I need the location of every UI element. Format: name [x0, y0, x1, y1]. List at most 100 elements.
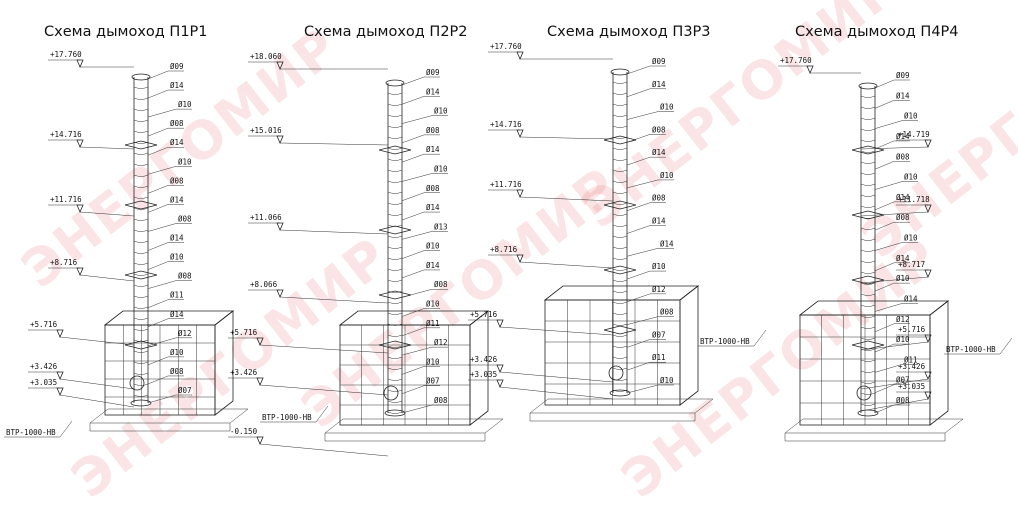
- elevation-mark: +11.716: [490, 180, 522, 189]
- component-label: Ø14: [426, 203, 440, 212]
- elevation-mark: +5.716: [470, 310, 498, 319]
- pipe-segment: [612, 345, 628, 348]
- line: [147, 261, 169, 270]
- component-label: Ø11: [904, 355, 918, 364]
- scheme-1: Схема дымоход П1Р1+17.760+14.716+11.716+…: [4, 24, 249, 438]
- pipe-segment: [133, 295, 149, 298]
- line: [279, 142, 389, 146]
- line: [626, 134, 651, 143]
- pipe-segment: [133, 251, 149, 254]
- wall-bracket: [378, 340, 412, 350]
- pipe-segment: [860, 238, 876, 241]
- line: [874, 120, 903, 129]
- pipe-segment: [133, 130, 149, 133]
- wall-bracket: [378, 290, 412, 300]
- pipe-cap: [610, 68, 630, 76]
- component-label: Ø12: [434, 338, 448, 347]
- pipe-segment: [860, 128, 876, 131]
- line: [874, 303, 903, 312]
- component-label: Ø10: [660, 171, 674, 180]
- line: [860, 378, 929, 390]
- pipe-segment: [860, 293, 876, 296]
- component-label: Ø10: [904, 234, 918, 243]
- component-label: Ø10: [178, 157, 192, 166]
- pipe-segment: [133, 361, 149, 364]
- pipe-segment: [612, 224, 628, 227]
- pipe-segment: [860, 381, 876, 384]
- line: [626, 156, 651, 166]
- component-label: Ø08: [896, 213, 910, 222]
- chimney-pipe: [124, 73, 158, 407]
- line: [59, 394, 135, 408]
- pipe-segment: [387, 235, 403, 238]
- pipe-segment: [133, 350, 149, 353]
- component-label: Ø10: [426, 300, 440, 309]
- elevation-arrow: [76, 267, 84, 277]
- wall-bracket: [851, 340, 885, 350]
- pipe-segment: [612, 191, 628, 194]
- component-label: Ø14: [426, 87, 440, 96]
- wall-bracket: [851, 210, 885, 220]
- pipe-segment: [612, 158, 628, 161]
- component-label: Ø11: [652, 353, 666, 362]
- pipe-segment: [387, 411, 403, 414]
- elevation-arrow: [924, 139, 932, 149]
- line: [626, 384, 659, 394]
- component-label: Ø08: [426, 184, 440, 193]
- elevation-mark: +3.035: [470, 370, 497, 379]
- elevation-mark: +3.426: [898, 362, 926, 371]
- elevation-mark: +17.760: [780, 56, 812, 65]
- component-label: Ø08: [178, 214, 192, 223]
- elevation-arrow: [496, 319, 504, 329]
- elevation-mark: +11.716: [50, 195, 82, 204]
- line: [401, 76, 425, 86]
- line: [874, 323, 895, 332]
- elevation-arrow: [516, 254, 524, 264]
- pipe-segment: [133, 86, 149, 89]
- wall-bracket: [603, 325, 637, 335]
- pipe-segment: [387, 378, 403, 381]
- pipe-segment: [860, 315, 876, 318]
- pipe-tee: [383, 385, 399, 401]
- component-label: Ø14: [652, 80, 666, 89]
- line: [401, 366, 425, 375]
- elevation-mark: +15.016: [250, 126, 282, 135]
- pipe-segment: [860, 106, 876, 109]
- pipe-segment: [133, 339, 149, 342]
- scheme-2: Схема дымоход П2Р2+18.060+15.016+11.066+…: [228, 24, 504, 457]
- pipe-segment: [133, 383, 149, 386]
- line: [147, 185, 169, 194]
- pipe-cap: [131, 73, 151, 81]
- component-label: Ø08: [170, 119, 184, 128]
- pipe-segment: [612, 290, 628, 293]
- line: [874, 404, 895, 414]
- pipe-segment: [387, 246, 403, 249]
- line: [753, 329, 767, 347]
- component-label: Ø12: [896, 315, 910, 324]
- elevation-arrow: [56, 371, 64, 381]
- component-label: Ø08: [896, 152, 910, 161]
- elevation-mark: +8.066: [250, 280, 278, 289]
- elevation-arrow: [496, 379, 504, 389]
- line: [499, 371, 614, 383]
- line: [874, 79, 895, 89]
- elevation-arrow: [924, 371, 932, 381]
- line: [874, 242, 903, 251]
- line: [626, 225, 651, 234]
- pipe-segment: [133, 262, 149, 265]
- pipe-tee: [856, 385, 872, 401]
- pipe-segment: [612, 147, 628, 150]
- pipe-segment: [612, 367, 628, 370]
- pipe-segment: [612, 81, 628, 84]
- elevation-arrow: [76, 139, 84, 149]
- elevation-arrow: [256, 436, 264, 446]
- pipe-segment: [860, 403, 876, 406]
- line: [401, 153, 425, 163]
- unit-label: ВТР-1000-НВ: [700, 337, 750, 346]
- component-label: Ø14: [170, 195, 184, 204]
- unit-top: [543, 285, 700, 301]
- pipe-segment: [387, 312, 403, 315]
- elevation-mark: +17.760: [490, 42, 522, 51]
- scheme-4: Схема дымоход П4Р4+17.760+14.719+11.718+…: [778, 24, 1013, 442]
